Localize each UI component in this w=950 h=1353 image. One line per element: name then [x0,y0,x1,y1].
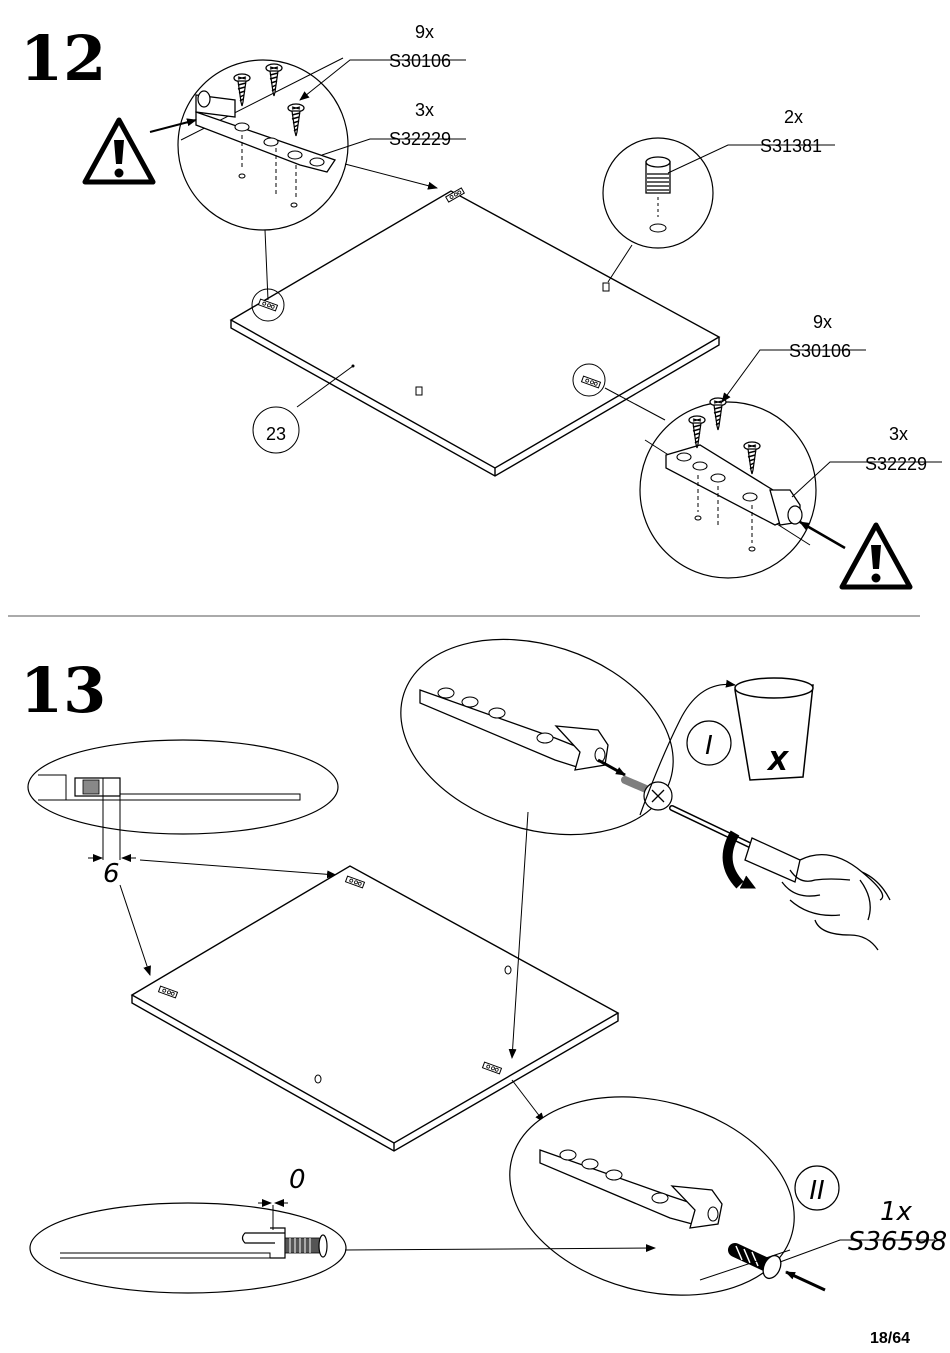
detail-circle-fitting-right [639,397,846,579]
screw-qty: 1x [880,1197,913,1227]
callout-qty: 9x [813,312,832,332]
screw-code: S36598 [848,1227,947,1257]
callout-qty: 9x [415,22,434,42]
phase-1-label: I [705,731,713,761]
leveler-hole [314,1074,322,1084]
phase-1-circle [686,720,732,766]
callout-code: S30106 [389,51,451,71]
step-12-number: 12 [20,22,106,95]
dimension-6: 6 [103,859,120,889]
leveler-mark [415,282,610,396]
callout-code: S30106 [789,341,851,361]
dimension-0: 0 [289,1165,306,1195]
panel-23 [229,190,721,477]
screwdriver-icon [669,805,801,889]
detail-circle-fitting-left [149,57,349,231]
warning-icon [85,120,153,182]
detail-ellipse-gap-0 [29,1199,347,1294]
part-number-circle [252,406,300,454]
callout-qty: 2x [784,107,803,127]
part-number: 23 [266,424,286,444]
leveler-hole [504,965,512,975]
page-number: 18/64 [870,1330,910,1347]
callout-qty: 3x [415,100,434,120]
no-glue-mark: X [766,747,790,777]
phase-2-circle [794,1165,840,1211]
warning-icon [842,525,910,587]
panel-13 [130,865,620,1152]
hand-icon [781,854,891,951]
detail-circle-leveler [602,137,714,249]
detail-ellipse-phase-1 [400,638,736,836]
phase-2-label: II [809,1176,824,1206]
detail-ellipse-gap-6 [27,739,339,862]
callout-code: S31381 [760,136,822,156]
detail-ellipse-phase-2 [509,1096,826,1296]
glue-cup-icon [734,677,814,781]
step-13-number: 13 [20,654,106,727]
callout-qty: 3x [889,424,908,444]
callout-code: S32229 [865,454,927,474]
